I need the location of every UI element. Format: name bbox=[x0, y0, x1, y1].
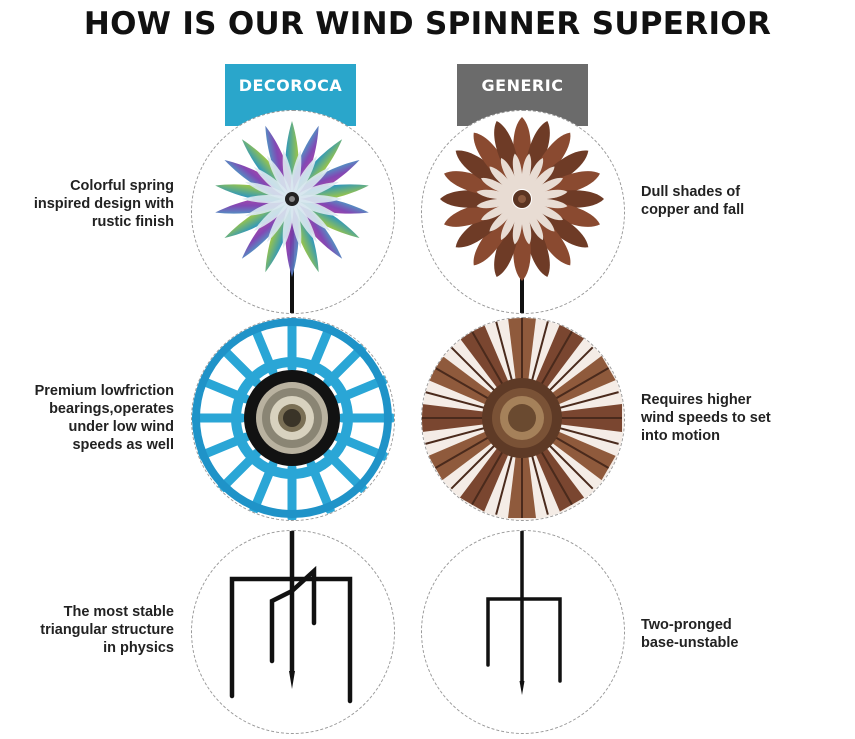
two-prong-stake-icon bbox=[421, 530, 625, 734]
brand-row1-text: Colorful spring inspired design with rus… bbox=[33, 178, 174, 230]
tab-decoroca: DECOROCA bbox=[225, 64, 356, 126]
page-title: HOW IS OUR WIND SPINNER SUPERIOR bbox=[83, 6, 772, 42]
generic-row3-text: Two-pronged base-unstable bbox=[641, 617, 739, 651]
colorful-spinner-icon bbox=[191, 110, 395, 314]
blue-bearing-hub-icon bbox=[191, 317, 395, 521]
generic-row1-text: Dull shades of copper and fall bbox=[641, 184, 745, 218]
tab-generic: GENERIC bbox=[457, 64, 588, 126]
four-prong-stake-icon bbox=[191, 530, 395, 734]
generic-row2-text: Requires higher wind speeds to set into … bbox=[641, 392, 771, 444]
brand-row2-text: Premium lowfriction bearings,operates un… bbox=[34, 383, 174, 453]
rusty-hub-icon bbox=[421, 317, 625, 521]
copper-spinner-icon bbox=[421, 110, 625, 314]
brand-row3-text: The most stable triangular structure in … bbox=[40, 604, 174, 656]
